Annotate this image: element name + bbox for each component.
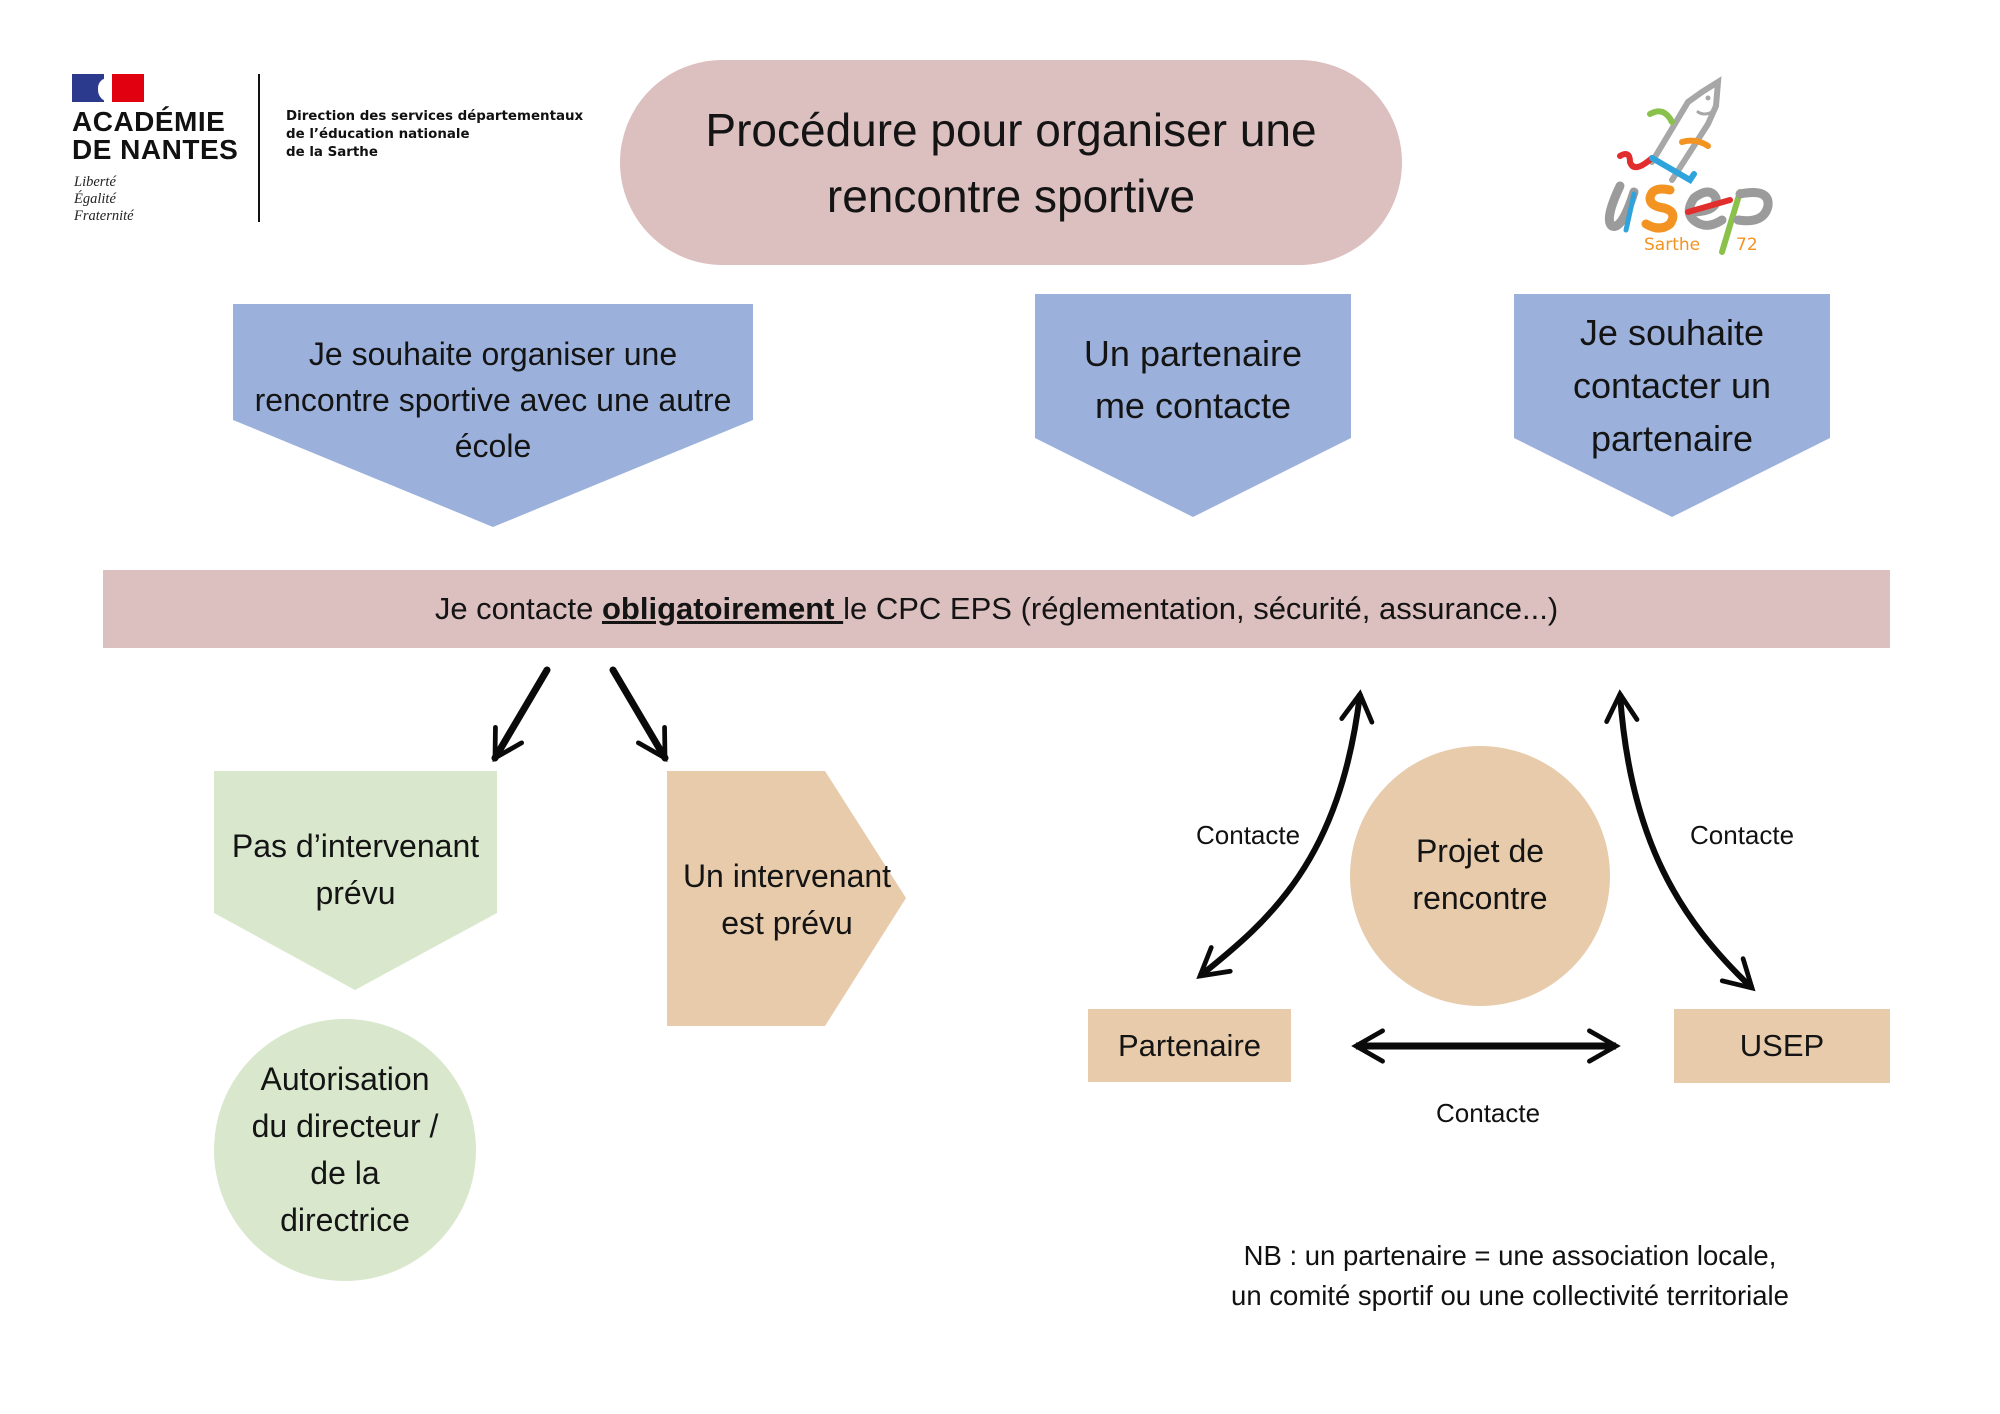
cpc-text-prefix: Je contacte <box>434 591 602 627</box>
marianne-flag-icon <box>72 74 144 102</box>
motto-liberte: Liberté <box>74 174 116 190</box>
no-speaker-line-1: Pas d’intervenant <box>231 828 480 864</box>
academie-name-line-2: DE NANTES <box>72 134 239 165</box>
runner-icon <box>1617 76 1722 185</box>
entry-organise-line-2: rencontre sportive avec une autre <box>254 382 732 418</box>
entry-contact-partner-line-3: partenaire <box>1590 417 1754 459</box>
footnote-line-1: NB : un partenaire = une association loc… <box>1243 1240 1777 1271</box>
entry-organise-line-1: Je souhaite organiser une <box>308 336 678 372</box>
speaker-text: Un intervenant est prévu <box>667 850 907 950</box>
speaker-line-2: est prévu <box>721 905 853 941</box>
project-line-1: Projet de <box>1415 833 1545 869</box>
usep-box-label: USEP <box>1739 1028 1825 1064</box>
republic-motto: Liberté Égalité Fraternité <box>74 174 134 225</box>
footnote: NB : un partenaire = une association loc… <box>1180 1236 1840 1316</box>
usep-sarthe-logo: Sarthe 72 <box>1604 76 1773 255</box>
entry-contact-partner-line-2: contacter un <box>1572 364 1772 406</box>
edge-label-bottom: Contacte <box>1436 1098 1541 1128</box>
motto-fraternite: Fraternité <box>74 208 134 224</box>
arrow-partner-cpc <box>1196 689 1375 979</box>
authorization-line-1: Autorisation <box>260 1061 430 1097</box>
academie-nantes-logo: ACADÉMIE DE NANTES Liberté Égalité Frate… <box>72 72 592 232</box>
arrow-usep-cpc <box>1604 689 1756 992</box>
footnote-line-2: un comité sportif ou une collectivité te… <box>1231 1280 1789 1311</box>
speaker-line-1: Un intervenant <box>682 858 892 894</box>
entry-partner-contacts-text: Un partenaire me contacte <box>1035 325 1351 435</box>
cpc-text-emphasis: obligatoirement <box>601 591 844 627</box>
project-text: Projet de rencontre <box>1350 820 1610 930</box>
project-circle <box>1350 746 1610 1006</box>
usep-subtitle-right: 72 <box>1736 235 1758 255</box>
arrow-to-speaker <box>609 666 669 763</box>
motto-egalite: Égalité <box>74 191 116 207</box>
usep-wordmark <box>1604 181 1773 255</box>
project-line-2: rencontre <box>1412 880 1548 916</box>
department-name: Direction des services départementaux de… <box>286 108 583 162</box>
entry-contact-partner-shape <box>1514 294 1830 517</box>
entry-organise-line-3: école <box>454 428 532 464</box>
entry-partner-contacts-line-2: me contacte <box>1094 385 1292 426</box>
department-line-1: Direction des services départementaux <box>286 109 584 124</box>
logo-divider <box>258 74 260 222</box>
page-title-line-2: rencontre sportive <box>826 169 1196 222</box>
department-line-3: de la Sarthe <box>286 145 378 160</box>
department-line-2: de l’éducation nationale <box>286 127 470 142</box>
cpc-eps-banner: Je contacte obligatoirement le CPC EPS (… <box>103 570 1890 648</box>
partner-box-label: Partenaire <box>1117 1027 1262 1063</box>
authorization-line-2: du directeur / <box>251 1108 439 1144</box>
no-speaker-shape <box>214 771 497 990</box>
academie-name: ACADÉMIE DE NANTES <box>72 108 238 164</box>
authorization-circle <box>214 1019 476 1281</box>
arrow-to-no-speaker <box>491 666 551 763</box>
entry-partner-contacts-shape <box>1035 294 1351 517</box>
entry-contact-partner-text: Je souhaite contacter un partenaire <box>1514 305 1830 465</box>
academie-name-line-1: ACADÉMIE <box>72 106 226 137</box>
no-speaker-text: Pas d’intervenant prévu <box>214 820 497 920</box>
speaker-shape <box>667 771 906 1026</box>
usep-subtitle-left: Sarthe <box>1644 235 1700 255</box>
entry-organise-shape <box>233 304 753 527</box>
no-speaker-line-2: prévu <box>315 875 396 911</box>
entry-contact-partner-line-1: Je souhaite <box>1579 311 1765 353</box>
entry-organise-text: Je souhaite organiser une rencontre spor… <box>233 330 753 470</box>
authorization-line-4: directrice <box>280 1202 410 1238</box>
title-banner: Procédure pour organiser une rencontre s… <box>620 60 1402 265</box>
page-title: Procédure pour organiser une rencontre s… <box>620 60 1402 265</box>
partner-box: Partenaire <box>1088 1009 1291 1082</box>
page-title-line-1: Procédure pour organiser une <box>705 103 1317 156</box>
cpc-text-suffix: le CPC EPS (réglementation, sécurité, as… <box>843 591 1559 627</box>
entry-partner-contacts-line-1: Un partenaire <box>1083 333 1303 374</box>
authorization-text: Autorisation du directeur / de la direct… <box>214 1040 476 1260</box>
cpc-eps-text: Je contacte obligatoirement le CPC EPS (… <box>103 570 1890 648</box>
edge-label-left: Contacte <box>1196 820 1301 850</box>
edge-label-right: Contacte <box>1690 820 1795 850</box>
usep-box: USEP <box>1674 1009 1890 1083</box>
authorization-line-3: de la <box>310 1155 380 1191</box>
